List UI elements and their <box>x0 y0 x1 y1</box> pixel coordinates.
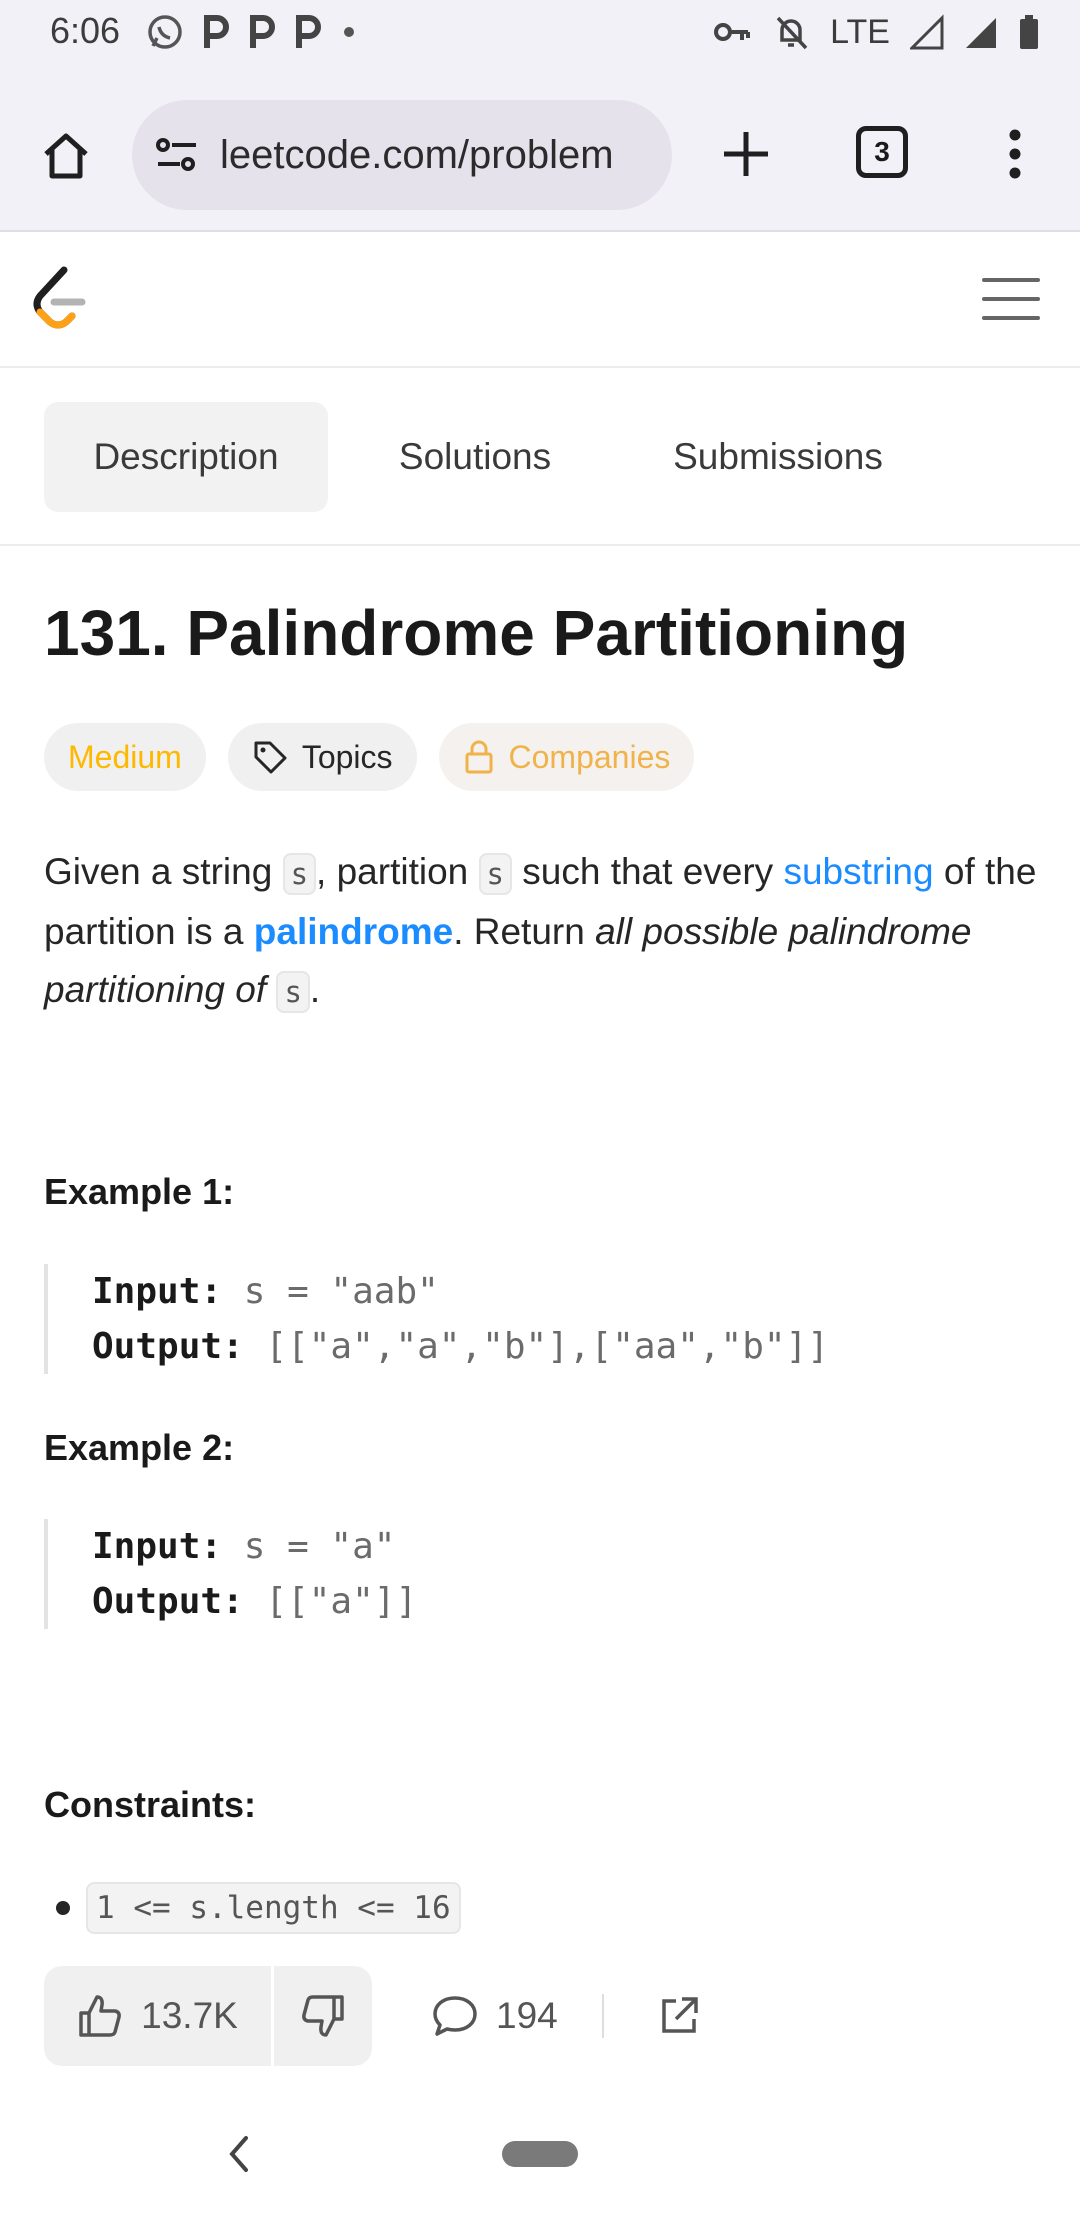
desc-text: . Return <box>453 911 596 952</box>
example-2-heading: Example 2: <box>44 1427 235 1468</box>
input-value: s = "aab" <box>243 1271 439 1312</box>
tab-description[interactable]: Description <box>44 402 328 512</box>
difficulty-badge: Medium <box>44 723 206 791</box>
output-value: [["a","a","b"],["aa","b"]] <box>265 1326 829 1367</box>
list-bullet <box>56 1901 70 1915</box>
inline-code: s <box>276 971 310 1013</box>
companies-label: Companies <box>508 738 671 775</box>
inline-code: s <box>282 853 317 895</box>
more-notifications-dot-icon <box>344 27 354 37</box>
whatsapp-icon <box>148 15 182 49</box>
address-bar[interactable]: leetcode.com/problem <box>132 100 672 210</box>
signal-icon <box>910 14 944 50</box>
lock-icon <box>465 740 493 774</box>
signal-full-icon <box>966 18 996 48</box>
share-button[interactable] <box>654 1991 704 2041</box>
topics-button[interactable]: Topics <box>227 723 417 791</box>
vote-group: 13.7K <box>44 1966 372 2066</box>
desc-text: Given a string <box>44 851 283 892</box>
status-bar: 6:06 LTE <box>0 0 1080 64</box>
vpn-key-icon <box>714 23 751 41</box>
output-value: [["a"]] <box>265 1581 418 1622</box>
notification-icons <box>145 12 359 52</box>
thumbs-down-icon <box>302 1995 344 2037</box>
browser-menu-button[interactable] <box>990 118 1040 190</box>
input-label: Input: <box>92 1271 223 1312</box>
browser-toolbar: leetcode.com/problem 3 <box>0 64 1080 232</box>
new-tab-button[interactable] <box>710 118 782 190</box>
desc-text: of the partition is a <box>44 851 1037 952</box>
palindrome-link[interactable]: palindrome <box>253 911 454 952</box>
tab-submissions[interactable]: Submissions <box>673 436 883 477</box>
desc-text: . <box>309 969 321 1010</box>
p-app-icon <box>296 15 321 48</box>
divider <box>601 1994 604 2038</box>
action-bar: 13.7K 194 <box>44 1966 704 2066</box>
problem-description: Given a string s, partition s such that … <box>44 843 1044 1021</box>
site-settings-icon[interactable] <box>152 130 202 180</box>
topics-label: Topics <box>301 738 393 775</box>
nav-back-icon[interactable] <box>222 2132 256 2176</box>
tab-switcher-button[interactable]: 3 <box>856 126 908 178</box>
home-button[interactable] <box>30 120 102 192</box>
home-icon <box>44 133 88 179</box>
inline-code: s <box>478 853 512 895</box>
network-type: LTE <box>830 12 890 51</box>
desc-text: , partition <box>316 851 479 892</box>
dislike-button[interactable] <box>274 1966 372 2066</box>
p-app-icon <box>250 15 275 48</box>
more-vert-icon <box>1009 129 1021 179</box>
leetcode-logo-icon[interactable] <box>30 264 88 334</box>
desc-emphasis: all possible palindrome partitioning of <box>44 911 972 1010</box>
like-button[interactable]: 13.7K <box>44 1966 274 2066</box>
mute-bell-icon <box>776 16 808 50</box>
tag-icon <box>254 741 287 774</box>
site-header <box>0 234 1080 368</box>
comments-button[interactable]: 194 <box>432 1994 558 2038</box>
external-link-icon <box>661 1997 698 2033</box>
problem-tabs: Description Solutions Submissions <box>0 370 1080 546</box>
example-1-heading: Example 1: <box>44 1171 235 1212</box>
comment-count: 194 <box>496 1995 558 2036</box>
constraints-heading: Constraints: <box>44 1784 257 1825</box>
nav-home-pill[interactable] <box>502 2141 578 2167</box>
plus-icon <box>724 132 768 176</box>
tab-solutions[interactable]: Solutions <box>398 436 552 477</box>
input-label: Input: <box>92 1526 223 1567</box>
desc-text: such that every <box>511 851 784 892</box>
status-time: 6:06 <box>50 10 121 51</box>
example-1-block: Input: s = "aab" Output: [["a","a","b"],… <box>44 1264 1044 1374</box>
problem-tags: Medium Topics Companies <box>44 723 695 791</box>
substring-link[interactable]: substring <box>783 851 934 892</box>
comment-icon <box>433 1996 477 2036</box>
battery-icon <box>1020 15 1038 49</box>
output-label: Output: <box>92 1581 244 1622</box>
menu-hamburger-icon[interactable] <box>982 274 1040 324</box>
constraint-item: 1 <= s.length <= 16 <box>86 1882 461 1934</box>
like-count: 13.7K <box>141 1995 238 2036</box>
companies-button[interactable]: Companies <box>438 723 695 791</box>
p-app-icon <box>204 15 229 48</box>
thumbs-up-icon <box>79 1995 122 2037</box>
output-label: Output: <box>92 1326 244 1367</box>
constraints-list: 1 <= s.length <= 16 <box>44 1882 1044 1934</box>
url-text: leetcode.com/problem <box>220 132 614 177</box>
problem-title: 131. Palindrome Partitioning <box>44 597 909 669</box>
input-value: s = "a" <box>243 1526 396 1567</box>
system-icons: LTE <box>712 12 1040 52</box>
example-2-block: Input: s = "a" Output: [["a"]] <box>44 1519 1044 1629</box>
